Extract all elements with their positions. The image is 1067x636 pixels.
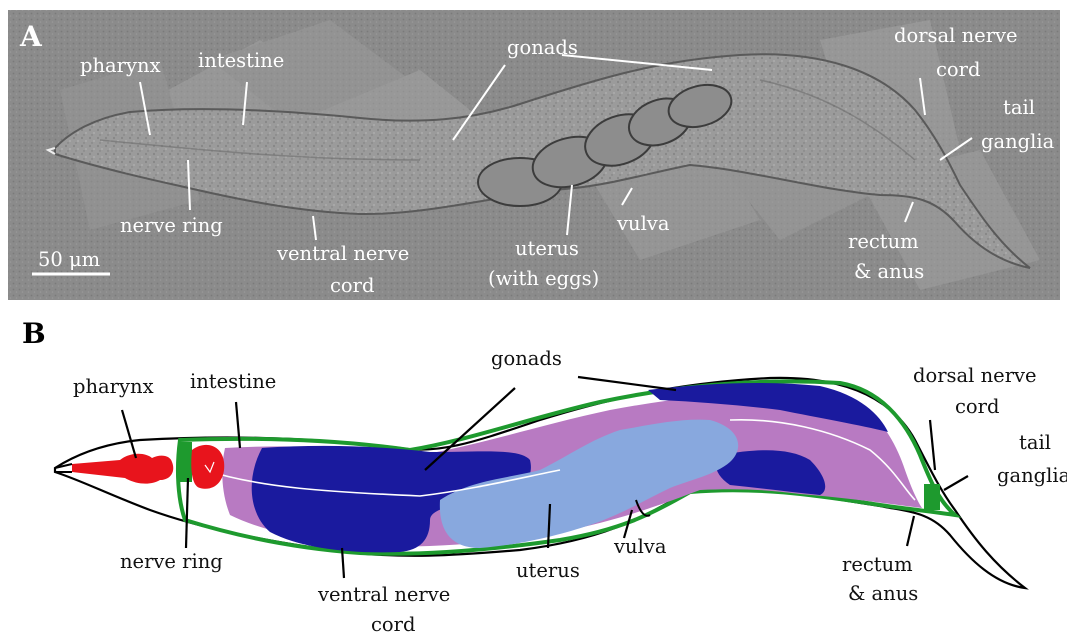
label-a-uterus-2: (with eggs) bbox=[488, 267, 599, 290]
panel-a-micrograph: pharynx intestine gonads dorsal nerve co… bbox=[8, 10, 1060, 300]
label-b-nerve-ring: nerve ring bbox=[120, 550, 223, 573]
label-b-tail-ganglia-1: tail bbox=[1019, 431, 1051, 454]
label-a-vulva: vulva bbox=[616, 212, 670, 235]
label-a-dorsal-nerve-cord-2: cord bbox=[936, 58, 980, 81]
label-a-ventral-nerve-cord-2: cord bbox=[330, 274, 374, 297]
label-a-tail-ganglia-1: tail bbox=[1003, 96, 1035, 119]
panel-a-letter: A bbox=[19, 20, 43, 53]
label-b-gonads: gonads bbox=[491, 347, 562, 370]
scale-bar: 50 μm bbox=[32, 248, 110, 274]
label-b-tail-ganglia-2: ganglia bbox=[997, 464, 1067, 487]
label-a-uterus-1: uterus bbox=[515, 237, 579, 260]
label-a-pharynx: pharynx bbox=[80, 54, 161, 77]
scale-bar-label: 50 μm bbox=[38, 248, 100, 271]
label-b-rectum-anus-1: rectum bbox=[842, 553, 913, 576]
label-a-rectum-anus-2: & anus bbox=[854, 260, 924, 283]
label-b-ventral-nerve-cord-1: ventral nerve bbox=[317, 583, 450, 606]
label-b-pharynx: pharynx bbox=[73, 375, 154, 398]
label-a-dorsal-nerve-cord-1: dorsal nerve bbox=[894, 24, 1018, 47]
label-b-rectum-anus-2: & anus bbox=[848, 582, 918, 605]
label-a-tail-ganglia-2: ganglia bbox=[981, 130, 1055, 153]
label-a-gonads: gonads bbox=[507, 36, 578, 59]
panel-b-schematic: B bbox=[22, 317, 1067, 636]
label-b-dorsal-nerve-cord-2: cord bbox=[955, 395, 999, 418]
nerve-ring-shape bbox=[178, 442, 192, 482]
label-b-ventral-nerve-cord-2: cord bbox=[371, 613, 415, 636]
panel-b-letter: B bbox=[22, 317, 46, 350]
label-a-intestine: intestine bbox=[198, 49, 284, 72]
label-a-nerve-ring: nerve ring bbox=[120, 214, 223, 237]
label-a-rectum-anus-1: rectum bbox=[848, 230, 919, 253]
label-b-vulva: vulva bbox=[613, 535, 667, 558]
label-a-ventral-nerve-cord-1: ventral nerve bbox=[276, 242, 409, 265]
label-b-intestine: intestine bbox=[190, 370, 276, 393]
label-b-uterus: uterus bbox=[516, 559, 580, 582]
label-b-dorsal-nerve-cord-1: dorsal nerve bbox=[913, 364, 1037, 387]
tail-ganglia-shape bbox=[924, 484, 940, 510]
